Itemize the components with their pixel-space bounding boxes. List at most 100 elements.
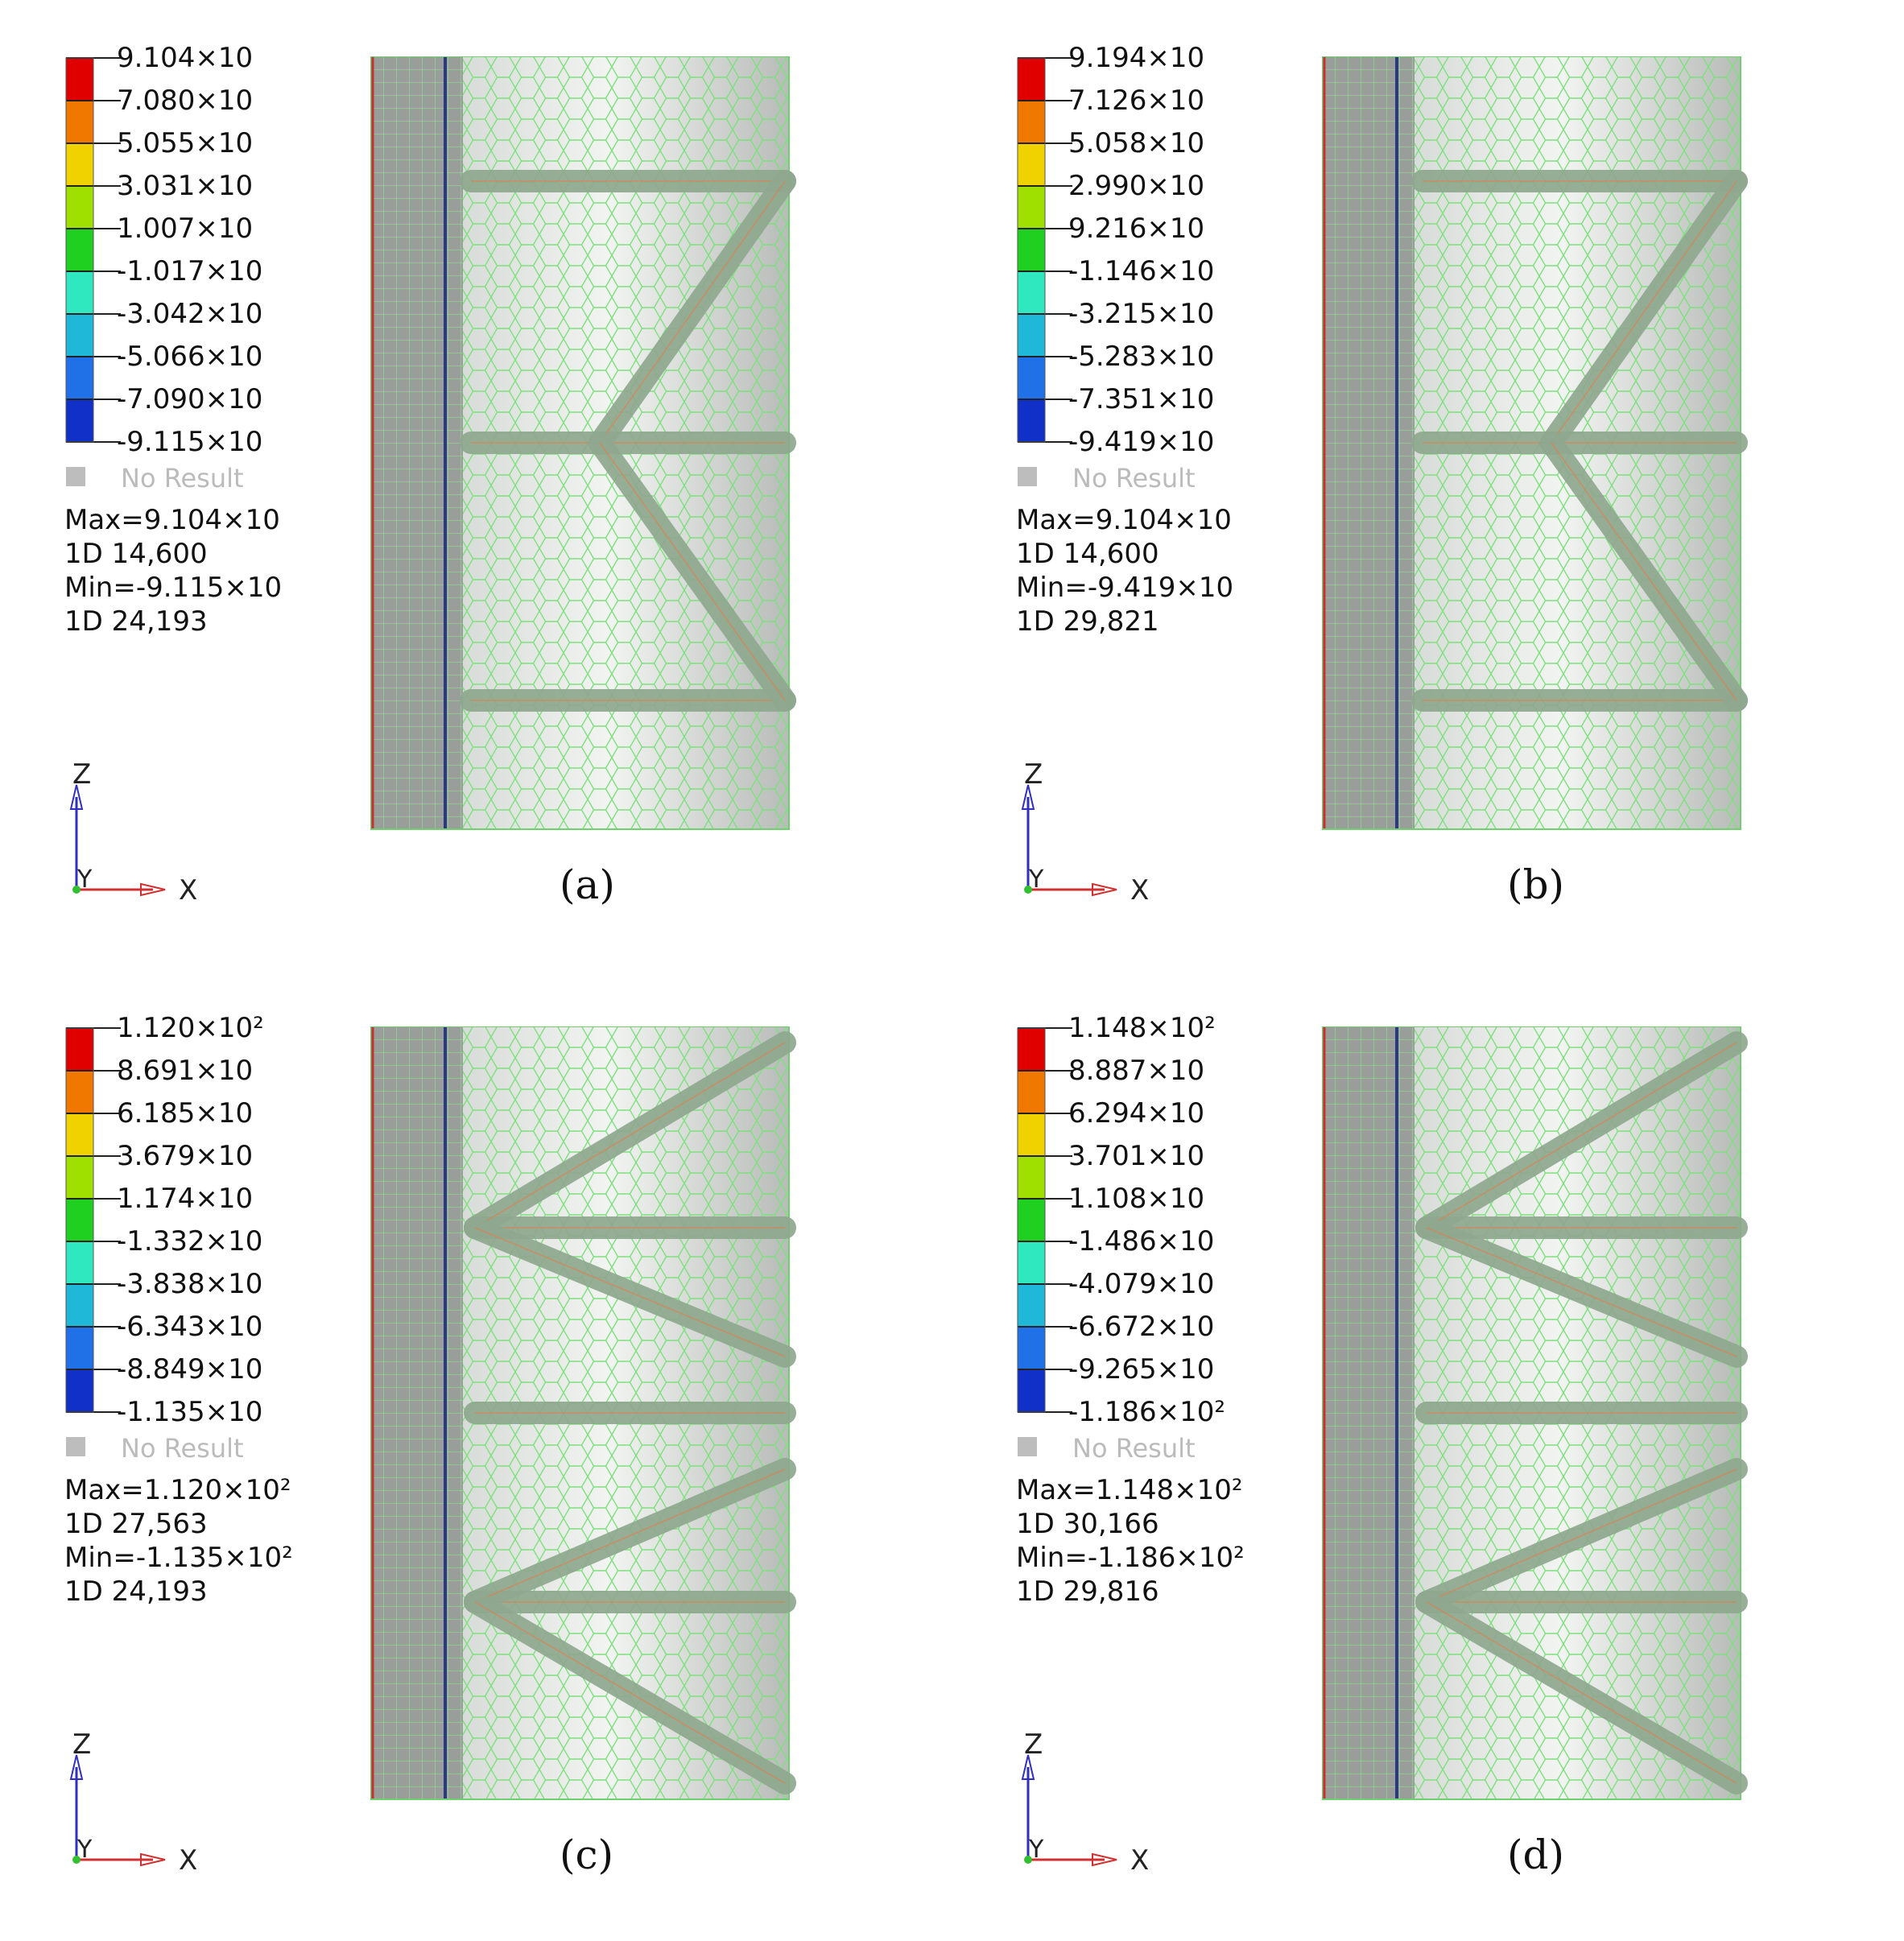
y-axis-dot — [1024, 1856, 1032, 1864]
y-axis-label: Y — [1028, 1836, 1044, 1864]
legend-swatch — [66, 101, 93, 143]
y-axis-dot — [72, 886, 81, 894]
legend-label: -6.343×10 — [117, 1311, 263, 1343]
legend-label: 3.031×10 — [117, 170, 254, 202]
no-result-swatch — [66, 1437, 85, 1456]
legend-label: -7.351×10 — [1068, 383, 1215, 415]
x-axis-label: X — [1130, 1844, 1149, 1876]
panel-caption: (a) — [560, 861, 615, 908]
no-result-label: No Result — [121, 463, 244, 494]
legend-label: -1.135×10 — [117, 1396, 263, 1428]
legend-swatch — [1018, 101, 1045, 143]
member-stress-line — [474, 1468, 786, 1603]
stat-line: Max=1.120×10² — [64, 1474, 291, 1506]
stat-line: 1D 24,193 — [64, 1576, 208, 1608]
legend-label: 9.216×10 — [1068, 213, 1205, 245]
legend-label: 1.108×10 — [1068, 1183, 1205, 1215]
stat-line: 1D 29,821 — [1016, 605, 1159, 638]
stat-line: Min=-1.135×10² — [64, 1542, 293, 1574]
legend-label: -3.042×10 — [117, 298, 263, 330]
axis-triad: ZXY — [69, 761, 197, 906]
column-mesh — [370, 1026, 463, 1799]
member-stress-line — [474, 1042, 786, 1229]
legend-label: -3.838×10 — [117, 1268, 263, 1300]
x-axis-arrow — [140, 1852, 166, 1867]
member-stress-line — [599, 180, 786, 444]
stat-line: Min=-1.186×10² — [1016, 1542, 1245, 1574]
legend-colorbar — [65, 1027, 121, 1413]
legend-colorbar — [1017, 57, 1072, 443]
legend-label: -1.146×10 — [1068, 255, 1215, 287]
legend-swatch — [1018, 1156, 1045, 1199]
axis-triad: ZXY — [69, 1731, 197, 1876]
legend-label: 8.887×10 — [1068, 1055, 1205, 1087]
stat-line: 1D 24,193 — [64, 605, 208, 638]
panel-caption: (c) — [560, 1832, 614, 1878]
legend-label: -1.332×10 — [117, 1225, 263, 1258]
member-stress-line — [599, 442, 786, 701]
z-axis-arrow — [69, 1754, 84, 1780]
legend-swatch — [66, 1284, 93, 1327]
legend-frame — [1017, 57, 1046, 443]
legend-swatch — [1018, 1241, 1045, 1284]
legend-label: -1.486×10 — [1068, 1225, 1215, 1258]
legend-swatch — [1018, 229, 1045, 271]
y-axis-label: Y — [76, 865, 93, 894]
stat-line: Min=-9.115×10 — [64, 572, 283, 604]
legend-colorbar — [65, 57, 121, 443]
legend-label: 6.185×10 — [117, 1097, 254, 1129]
stat-line: 1D 30,166 — [1016, 1508, 1159, 1540]
legend-swatch — [1018, 314, 1045, 357]
legend-swatch — [66, 143, 93, 186]
legend-label: 5.058×10 — [1068, 127, 1205, 159]
member-stress-line — [1426, 1042, 1737, 1229]
member-stress-line — [1426, 1227, 1737, 1357]
legend-label: -5.283×10 — [1068, 341, 1215, 373]
legend-label: 7.080×10 — [117, 85, 254, 117]
y-axis-label: Y — [76, 1836, 93, 1864]
legend-swatch — [1018, 1369, 1045, 1412]
legend-label: 8.691×10 — [117, 1055, 254, 1087]
stat-line: 1D 14,600 — [64, 538, 208, 570]
fe-model — [370, 1026, 796, 1800]
legend-label: -1.017×10 — [117, 255, 263, 287]
legend-swatch — [66, 1156, 93, 1199]
legend-label: 1.007×10 — [117, 213, 254, 245]
legend-label: 3.679×10 — [117, 1140, 254, 1172]
stat-line: Max=1.148×10² — [1016, 1474, 1243, 1506]
legend-swatch — [1018, 1327, 1045, 1369]
legend-label: 9.194×10 — [1068, 42, 1205, 74]
legend-label: -7.090×10 — [117, 383, 263, 415]
no-result-swatch — [1018, 467, 1037, 486]
z-axis-label: Z — [72, 761, 91, 791]
legend-label: -8.849×10 — [117, 1353, 263, 1386]
member-stress-line — [474, 1601, 786, 1784]
legend-label: 1.174×10 — [117, 1183, 254, 1215]
legend-swatch — [1018, 1113, 1045, 1156]
legend-label: 6.294×10 — [1068, 1097, 1205, 1129]
legend-label: 5.055×10 — [117, 127, 254, 159]
legend-swatch — [66, 58, 93, 101]
legend-swatch — [1018, 1028, 1045, 1071]
legend-swatch — [1018, 1284, 1045, 1327]
legend-swatch — [66, 399, 93, 442]
fe-model — [370, 56, 796, 830]
legend-swatch — [66, 1028, 93, 1071]
column-mesh — [1322, 1026, 1415, 1799]
member-stress-line — [474, 1227, 786, 1357]
legend-swatch — [66, 1199, 93, 1241]
no-result-swatch — [66, 467, 85, 486]
x-axis-label: X — [1130, 874, 1149, 906]
legend-swatch — [66, 1369, 93, 1412]
legend-swatch — [1018, 1071, 1045, 1113]
member-stress-line — [1426, 1468, 1737, 1603]
legend-swatch — [1018, 1199, 1045, 1241]
legend-label: -1.186×10² — [1068, 1396, 1225, 1428]
